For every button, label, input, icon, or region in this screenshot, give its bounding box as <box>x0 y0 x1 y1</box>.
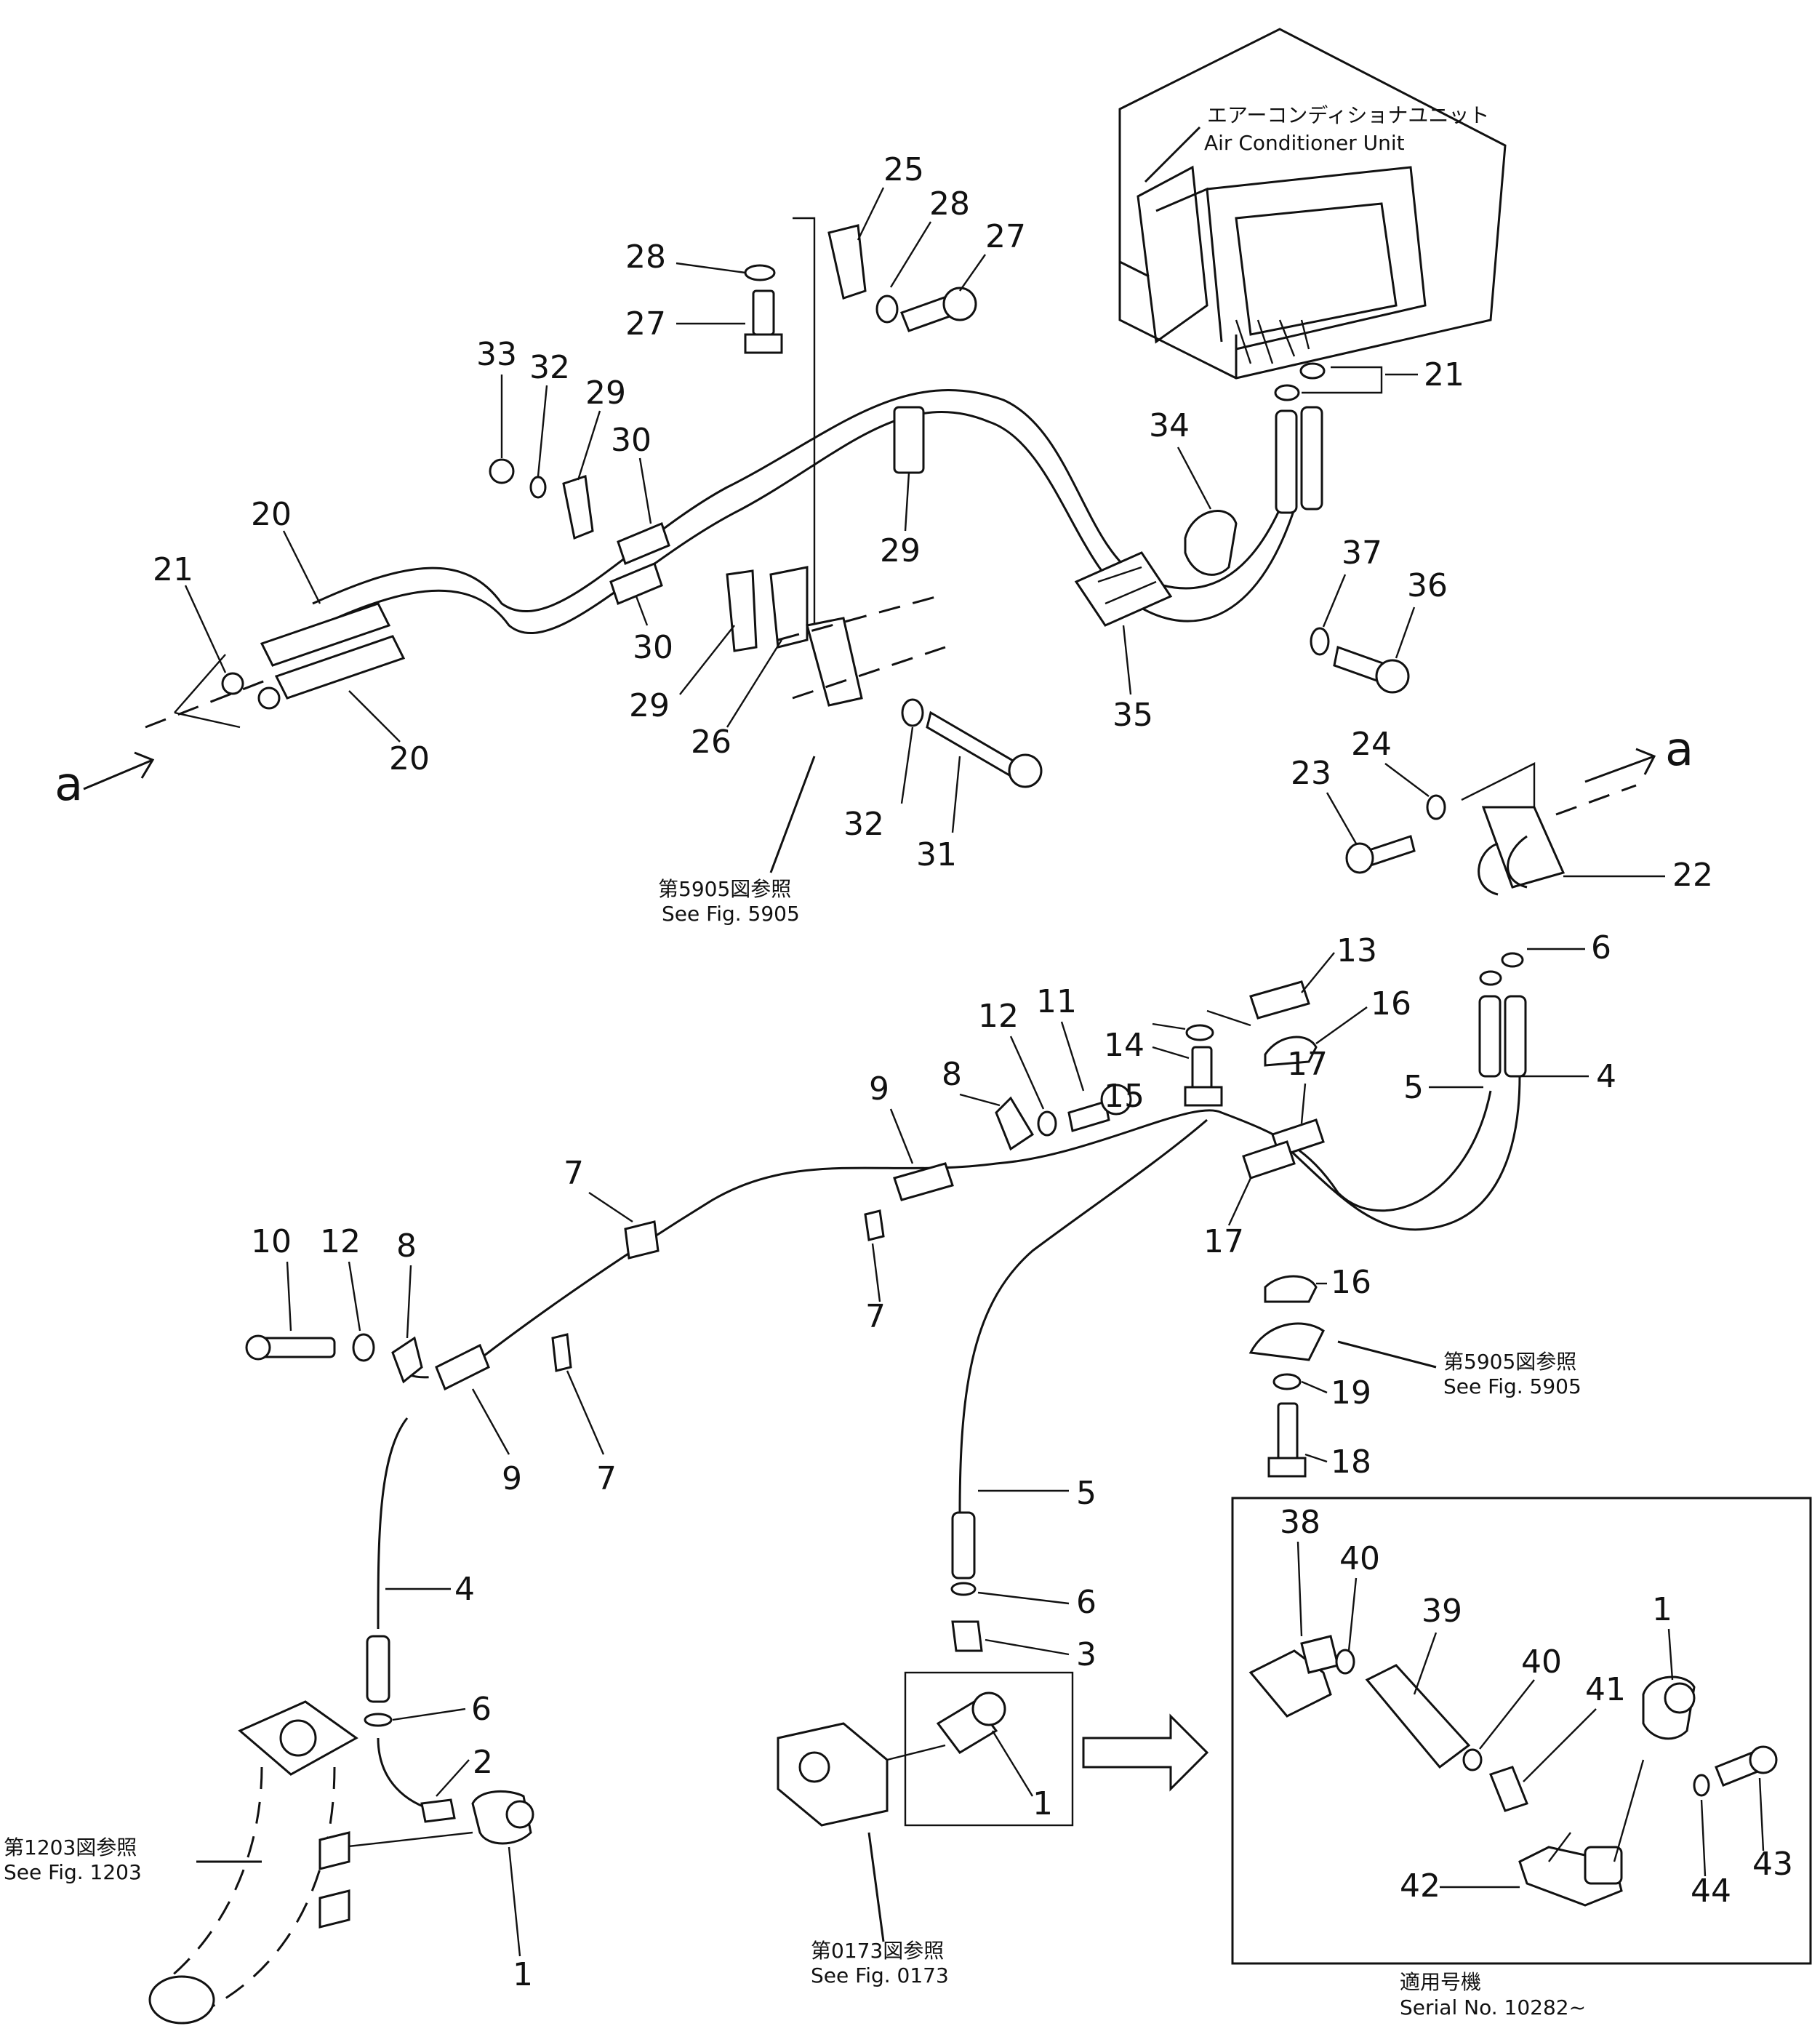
callout-29: 29 <box>585 375 626 412</box>
callouts: 25 28 27 28 27 33 32 29 30 20 21 20 30 2… <box>153 151 1793 1993</box>
callout-20: 20 <box>389 740 430 777</box>
callout-7: 7 <box>596 1460 617 1497</box>
callout-7: 7 <box>865 1298 886 1335</box>
callout-11: 11 <box>1036 983 1077 1020</box>
callout-13: 13 <box>1336 932 1377 969</box>
callout-39: 39 <box>1422 1593 1462 1630</box>
callout-2: 2 <box>473 1744 493 1781</box>
upper-hose-run <box>145 217 1637 896</box>
callout-21: 21 <box>1424 356 1464 393</box>
callout-35: 35 <box>1113 697 1153 734</box>
callout-26: 26 <box>691 724 731 761</box>
callout-29: 29 <box>880 532 921 569</box>
ref-1203-en: See Fig. 1203 <box>4 1860 142 1884</box>
callout-18: 18 <box>1331 1444 1371 1481</box>
callout-21: 21 <box>153 551 193 588</box>
callout-41: 41 <box>1585 1671 1626 1708</box>
callout-27: 27 <box>625 305 666 343</box>
callout-4: 4 <box>454 1571 475 1608</box>
callout-38: 38 <box>1280 1504 1320 1541</box>
callout-12: 12 <box>320 1223 361 1260</box>
callout-32: 32 <box>843 806 884 843</box>
callout-7: 7 <box>564 1155 584 1192</box>
air-conditioner-unit <box>1118 28 1507 380</box>
arrow-a-right-label: a <box>1665 723 1693 777</box>
callout-1: 1 <box>513 1956 533 1993</box>
callout-8: 8 <box>942 1056 962 1093</box>
arrow-a-left-label: a <box>55 758 83 812</box>
callout-34: 34 <box>1149 407 1190 444</box>
callout-8: 8 <box>396 1228 417 1265</box>
callout-5: 5 <box>1403 1069 1424 1106</box>
callout-44: 44 <box>1691 1873 1731 1910</box>
callout-29: 29 <box>629 687 670 724</box>
callout-24: 24 <box>1351 726 1392 763</box>
callout-6: 6 <box>471 1691 492 1728</box>
unit-label-leader <box>1144 126 1201 183</box>
callout-43: 43 <box>1752 1846 1793 1883</box>
callout-31: 31 <box>916 836 957 873</box>
callout-20: 20 <box>251 496 292 533</box>
serial-variant-box <box>1231 1497 1812 1965</box>
callout-6: 6 <box>1076 1584 1097 1621</box>
callout-40: 40 <box>1339 1540 1380 1577</box>
callout-33: 33 <box>476 336 517 373</box>
lower-hose-run <box>148 952 1527 2025</box>
hose-sleeve-20-upper <box>260 602 391 667</box>
callout-32: 32 <box>529 349 570 386</box>
ref-5905-top-arrow <box>769 756 816 873</box>
ref-5905-right-arrow <box>1337 1340 1437 1369</box>
arrow-a-left <box>83 751 155 790</box>
ref-0173-en: See Fig. 0173 <box>811 1963 949 1987</box>
callout-10: 10 <box>251 1223 292 1260</box>
hose-sleeve-20-lower <box>274 635 406 700</box>
callout-9: 9 <box>502 1460 522 1497</box>
callout-23: 23 <box>1291 755 1331 792</box>
callout-30: 30 <box>633 629 673 666</box>
arrow-a-right <box>1584 748 1656 783</box>
callout-28: 28 <box>929 185 970 223</box>
unit-label-en: Air Conditioner Unit <box>1204 131 1405 155</box>
callout-1: 1 <box>1033 1785 1053 1822</box>
ref-5905-top-en: See Fig. 5905 <box>662 902 800 926</box>
serial-label-en: Serial No. 10282~ <box>1400 1995 1586 2019</box>
callout-1: 1 <box>1652 1591 1672 1628</box>
callout-14: 14 <box>1104 1027 1144 1064</box>
callout-15: 15 <box>1104 1078 1144 1115</box>
callout-30: 30 <box>611 422 652 459</box>
ref-1203-jp: 第1203図参照 <box>4 1835 137 1859</box>
ref-5905-top-jp: 第5905図参照 <box>658 877 791 901</box>
direction-arrow <box>1082 1713 1209 1792</box>
serial-label-jp: 適用号機 <box>1400 1970 1481 1994</box>
callout-6: 6 <box>1591 929 1611 966</box>
callout-22: 22 <box>1672 857 1713 894</box>
ref-0173-jp: 第0173図参照 <box>811 1939 944 1963</box>
callout-36: 36 <box>1407 567 1448 604</box>
callout-16: 16 <box>1331 1264 1371 1301</box>
callout-25: 25 <box>883 151 924 188</box>
callout-4: 4 <box>1596 1058 1616 1095</box>
ref-5905-right-jp: 第5905図参照 <box>1443 1350 1576 1374</box>
ref-0173-arrow <box>867 1832 885 1942</box>
callout-17: 17 <box>1287 1046 1328 1083</box>
callout-37: 37 <box>1342 534 1382 572</box>
callout-5: 5 <box>1076 1475 1097 1512</box>
callout-28: 28 <box>625 239 666 276</box>
serial-variant-parts <box>1248 1635 1778 1907</box>
callout-9: 9 <box>869 1070 889 1108</box>
callout-16: 16 <box>1371 985 1411 1022</box>
callout-3: 3 <box>1076 1636 1097 1673</box>
unit-label-jp: エアーコンディショナユニット <box>1207 103 1489 127</box>
ref-5905-right-en: See Fig. 5905 <box>1443 1374 1582 1398</box>
callout-12: 12 <box>978 998 1019 1035</box>
callout-19: 19 <box>1331 1374 1371 1412</box>
callout-27: 27 <box>985 218 1026 255</box>
callout-40: 40 <box>1521 1643 1562 1681</box>
callout-17: 17 <box>1203 1223 1244 1260</box>
callout-42: 42 <box>1400 1867 1440 1905</box>
